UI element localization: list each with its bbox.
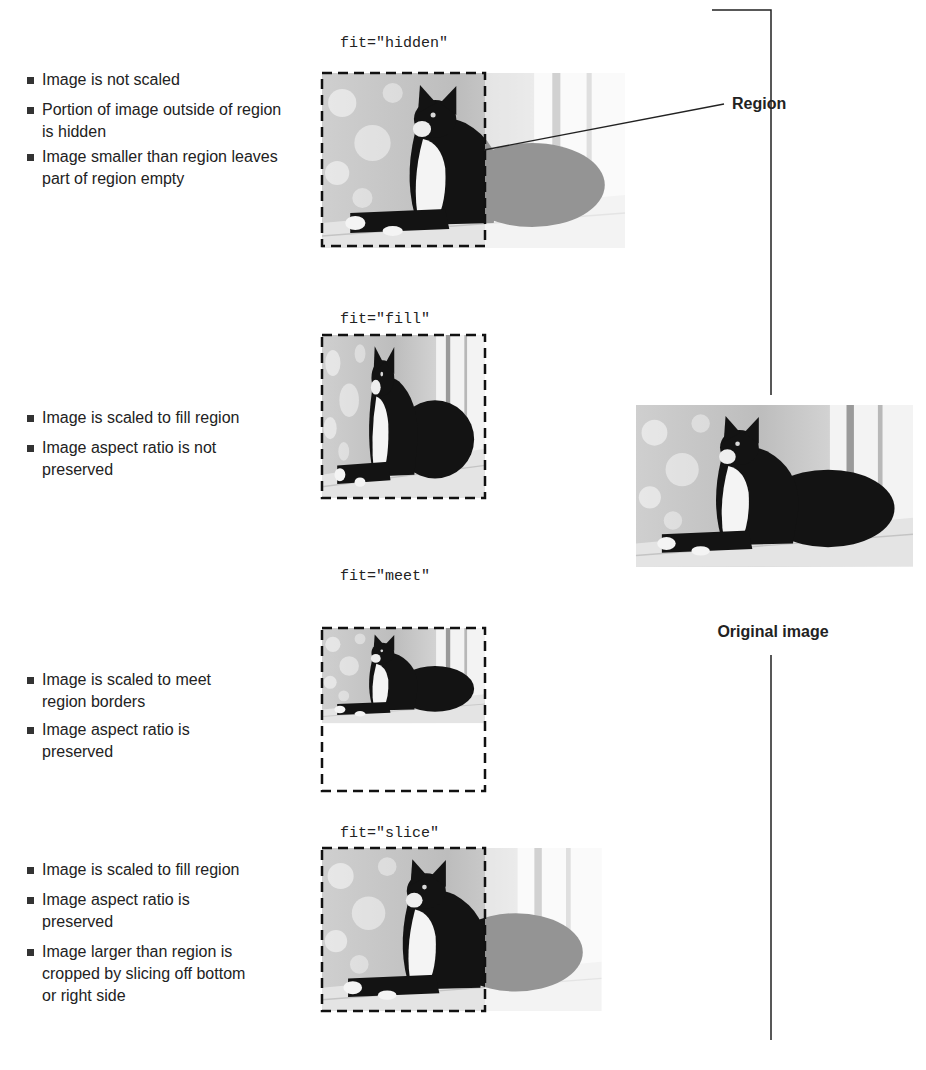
image-caption: Original image	[673, 621, 873, 643]
bullet-note: Image is not scaled	[42, 69, 287, 91]
bullet-note: Image is scaled to fill region	[42, 859, 304, 881]
fit-heading: fit="hidden"	[340, 33, 448, 55]
bullet-note: Portion of image outside of region is hi…	[42, 99, 287, 143]
bracket	[712, 10, 771, 1040]
original-image	[636, 405, 913, 567]
fit-heading: fit="fill"	[340, 309, 430, 331]
bullet-note: Image is scaled to fill region	[42, 407, 304, 429]
bullet-note: Image aspect ratio is preserved	[42, 889, 257, 933]
fit-heading: fit="slice"	[340, 823, 439, 845]
callout-label: Region	[732, 93, 786, 115]
leader-line	[484, 104, 724, 150]
bullet-note: Image smaller than region leaves part of…	[42, 146, 287, 190]
slice-example	[322, 848, 602, 1012]
fit-heading: fit="meet"	[340, 566, 430, 588]
meet-example	[322, 628, 485, 791]
fill-example	[322, 335, 485, 498]
bullet-note: Image aspect ratio is preserved	[42, 719, 257, 763]
bullet-note: Image larger than region is cropped by s…	[42, 941, 252, 1007]
bullet-note: Image aspect ratio is not preserved	[42, 437, 272, 481]
bullet-note: Image is scaled to meet region borders	[42, 669, 257, 713]
hidden-example	[322, 73, 625, 249]
